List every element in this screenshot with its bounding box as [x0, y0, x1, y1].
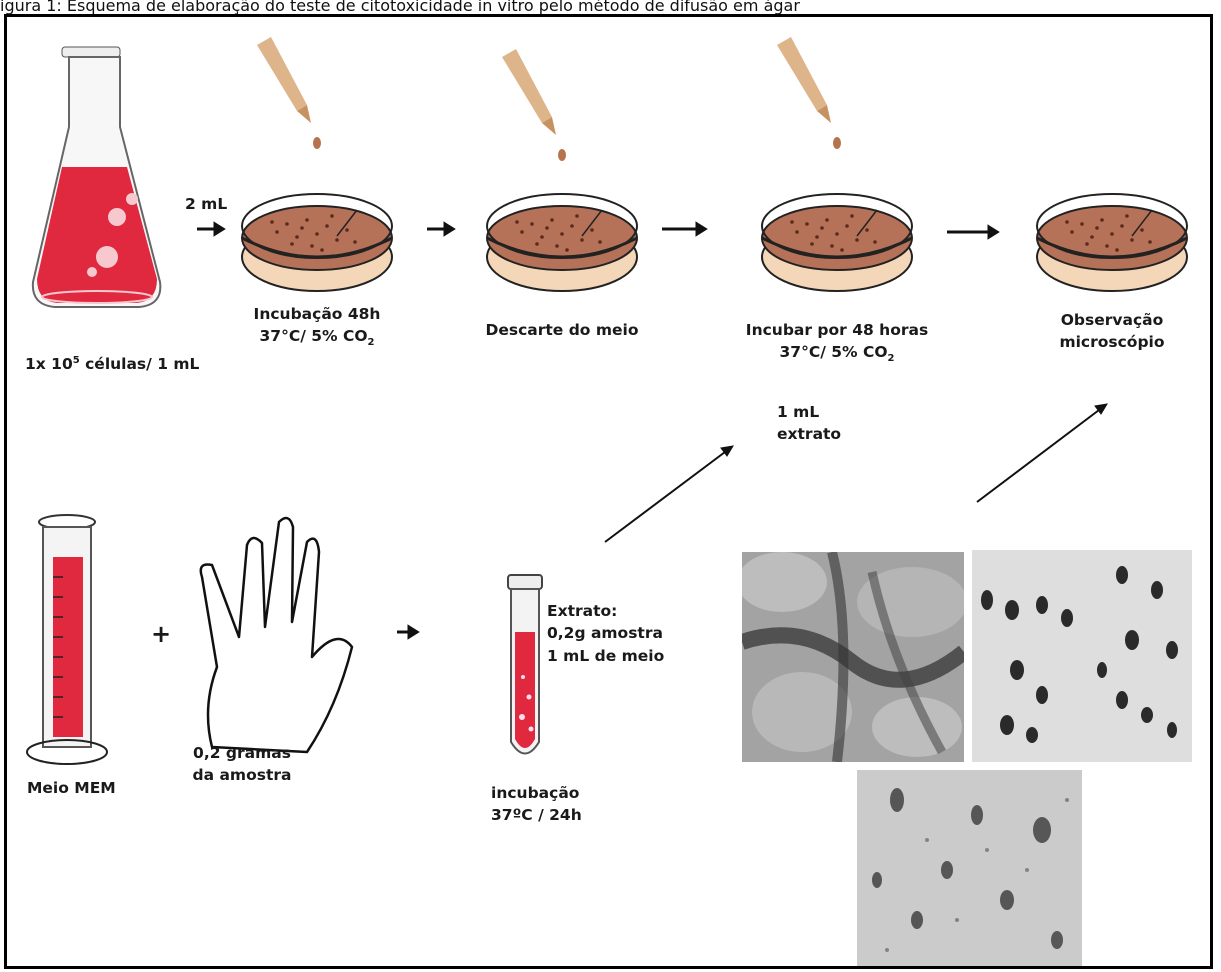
petri-dish-2-icon [487, 194, 637, 291]
micrograph-3 [857, 770, 1082, 966]
graduated-cylinder-icon [27, 515, 107, 764]
figure-frame: 1x 105 células/ 1 mL 2 mL Incubação 48h … [4, 14, 1213, 969]
extract-composition-label: Extrato: 0,2g amostra 1 mL de meio [547, 600, 664, 667]
plus-sign: + [151, 617, 171, 652]
dropper-2-icon [502, 49, 566, 161]
step2-label: Descarte do meio [477, 319, 647, 341]
erlenmeyer-flask-icon [33, 47, 160, 307]
petri-dish-4-icon [1037, 194, 1187, 291]
petri-dish-1-icon [242, 194, 392, 291]
incubation-label: incubação 37ºC / 24h [491, 782, 582, 827]
petri-dish-3-icon [762, 194, 912, 291]
micrograph-1 [742, 552, 964, 762]
step4-label: Observação microscópio [1047, 309, 1177, 354]
step1-label: Incubação 48h 37°C/ 5% CO2 [237, 303, 397, 351]
dropper-3-icon [777, 37, 841, 149]
hand-icon [201, 518, 352, 752]
medium-label: Meio MEM [27, 777, 116, 799]
sample-label: 0,2 gramas da amostra [187, 742, 297, 787]
flask-cell-density-label: 1x 105 células/ 1 mL [25, 353, 199, 375]
test-tube-icon [508, 575, 542, 754]
extract-volume-label: 1 mL extrato [777, 401, 841, 446]
micrograph-2 [972, 550, 1192, 762]
figure-caption: igura 1: Esquema de elaboração do teste … [0, 0, 800, 15]
transfer-volume-label: 2 mL [185, 193, 227, 215]
dropper-1-icon [257, 37, 321, 149]
step3-label: Incubar por 48 horas 37°C/ 5% CO2 [737, 319, 937, 367]
